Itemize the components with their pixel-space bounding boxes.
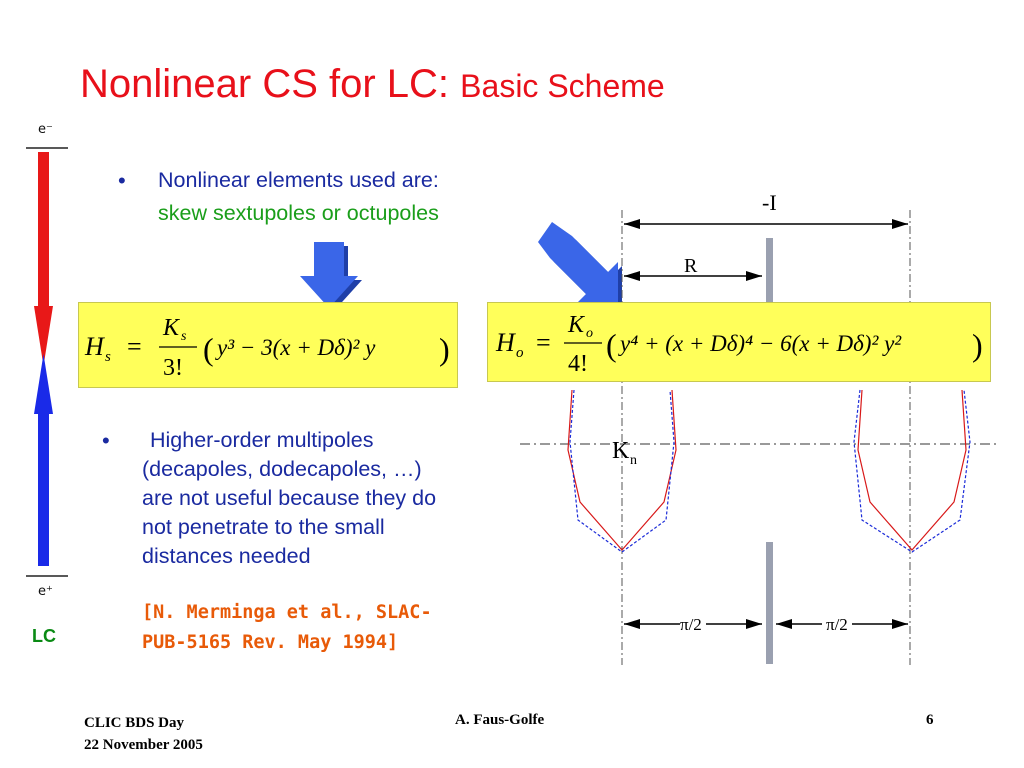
footer-left: CLIC BDS Day 22 November 2005: [84, 712, 203, 756]
label-minus-i: -I: [762, 190, 777, 215]
octupole-formula: H o = K o 4! ( y⁴ + (x + Dδ)⁴ − 6(x + Dδ…: [495, 312, 983, 377]
electron-label: e⁻: [38, 122, 53, 137]
bullet2-text: Higher-order multipoles (decapoles, dode…: [142, 426, 542, 571]
label-kn: K: [612, 438, 630, 464]
electron-beam-bar: [38, 152, 49, 310]
label-pi2-left: π/2: [680, 615, 702, 634]
title-main: Nonlinear CS for LC:: [80, 62, 450, 106]
bullet1-line2: skew sextupoles or octupoles: [158, 201, 439, 225]
f1-body: y³ − 3(x + Dδ)² y: [215, 335, 376, 360]
positron-label: e⁺: [38, 584, 53, 599]
bullet2-line: (decapoles, dodecapoles, …): [142, 457, 422, 481]
f2-rparen: ): [972, 327, 983, 363]
footer-author: A. Faus-Golfe: [455, 712, 545, 728]
sextupole-formula: H s = K s 3! ( y³ − 3(x + Dδ)² y ): [84, 315, 450, 381]
bullet2-line: distances needed: [142, 544, 311, 568]
bullet2-line: Higher-order multipoles: [150, 428, 374, 452]
label-pi2-right: π/2: [826, 615, 848, 634]
positron-arrow-head: [34, 354, 53, 414]
sextupole-hamiltonian-box: H s = K s 3! ( y³ − 3(x + Dδ)² y ): [78, 302, 458, 388]
f2-lparen: (: [606, 327, 617, 363]
f1-den: 3!: [163, 355, 183, 381]
reference-line2: PUB-5165 Rev. May 1994]: [142, 632, 399, 653]
octupole-hamiltonian-box: H o = K o 4! ( y⁴ + (x + Dδ)⁴ − 6(x + Dδ…: [487, 302, 991, 382]
element-bar-bottom: [766, 542, 773, 664]
f2-lhs: H: [495, 328, 516, 357]
f2-eq: =: [536, 328, 551, 357]
f2-num: K: [567, 312, 586, 338]
label-kn-sub: n: [630, 453, 637, 468]
slide-title: Nonlinear CS for LC: Basic Scheme: [80, 62, 665, 107]
bullet-dot: •: [102, 428, 110, 453]
f1-lparen: (: [203, 331, 214, 367]
optics-diagram: -I R K n π/2 π/2: [500, 180, 1010, 675]
reference-line1: [N. Merminga et al., SLAC-: [142, 602, 432, 623]
down-arrow: [300, 242, 358, 308]
f1-num-sub: s: [181, 329, 187, 344]
footer-event: CLIC BDS Day: [84, 715, 185, 731]
f2-num-sub: o: [586, 326, 593, 341]
beam-line-strip: e⁻ e⁺ LC: [0, 118, 72, 658]
element-bar-top: [766, 238, 773, 308]
f2-body: y⁴ + (x + Dδ)⁴ − 6(x + Dδ)² y²: [618, 331, 902, 356]
reference-citation: [N. Merminga et al., SLAC- PUB-5165 Rev.…: [142, 598, 432, 658]
title-sub: Basic Scheme: [460, 68, 665, 104]
bullet2-line: not penetrate to the small: [142, 515, 385, 539]
f1-lhs-sub: s: [105, 349, 111, 365]
electron-arrow-head: [34, 306, 53, 366]
f1-lhs: H: [84, 332, 105, 361]
positron-beam-bar: [38, 410, 49, 566]
f1-eq: =: [127, 332, 142, 361]
f1-rparen: ): [439, 331, 450, 367]
f2-den: 4!: [568, 351, 588, 377]
bullet2-line: are not useful because they do: [142, 486, 437, 510]
optics-diagram-svg: -I R K n π/2 π/2: [520, 190, 1000, 665]
f1-num: K: [162, 315, 181, 341]
f2-lhs-sub: o: [516, 345, 524, 361]
bullet-dot: •: [118, 168, 126, 193]
bullet1-line1: Nonlinear elements used are:: [158, 168, 439, 192]
label-r: R: [684, 255, 698, 277]
footer-page-number: 6: [926, 712, 934, 728]
lc-label: LC: [32, 626, 56, 646]
diagonal-arrow: [538, 222, 618, 304]
beam-line-graphic: [26, 147, 68, 577]
footer-date: 22 November 2005: [84, 737, 203, 753]
